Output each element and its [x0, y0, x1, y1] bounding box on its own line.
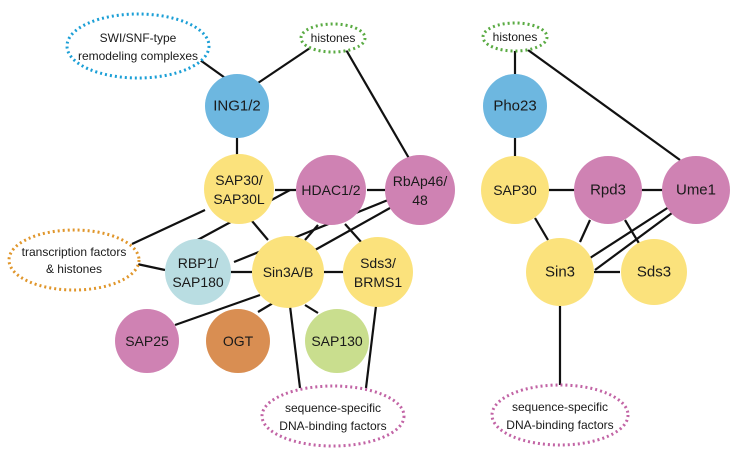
rbp1-line1: RBP1/: [178, 255, 219, 271]
edge-ing-swisnf: [199, 59, 229, 81]
transcription-ellipse: [7, 228, 141, 292]
r-sap30-label: SAP30: [493, 182, 537, 198]
node-r-sin3: [526, 238, 594, 306]
hdac12-label: HDAC1/2: [301, 182, 360, 198]
rbap-line2: 48: [412, 192, 428, 208]
node-sap25: [115, 309, 179, 373]
node-ogt: [206, 309, 270, 373]
seq-specific-right-line2: DNA-binding factors: [506, 418, 613, 432]
r-sds3-label: Sds3: [637, 264, 671, 281]
sap25-label: SAP25: [125, 333, 169, 349]
node-sin3ab: [252, 236, 324, 308]
edge-sin3-sap25: [174, 293, 261, 327]
right-nodes: Pho23 SAP30 Rpd3 Ume1 Sin3 Sds3: [481, 74, 730, 306]
right-edges: [513, 49, 681, 385]
edge-sap30-sin3: [251, 220, 269, 241]
node-sap30: [204, 154, 274, 224]
sin3ab-label: Sin3A/B: [263, 264, 314, 280]
edge-trans-rbp1: [136, 262, 166, 272]
node-pho23: [483, 74, 547, 138]
rbap-line1: RbAp46/: [393, 173, 448, 189]
sap130-label: SAP130: [311, 333, 363, 349]
histones-label-left: histones: [311, 31, 356, 45]
edge-rbap-sin3: [314, 207, 391, 251]
seq-specific-left-line2: DNA-binding factors: [279, 419, 386, 433]
sds3-line2: BRMS1: [354, 274, 402, 290]
ing12-label: ING1/2: [213, 98, 261, 115]
edge-sap30-trans: [131, 209, 206, 245]
swi-snf-ellipse: [65, 12, 211, 80]
edge-hdac-sin3: [304, 224, 319, 241]
sds3-line1: Sds3/: [360, 255, 396, 271]
edge-sin3-seq: [288, 305, 302, 389]
edge-r-histones-ume1: [527, 49, 681, 161]
sap30-line2: SAP30L: [213, 191, 265, 207]
node-r-sap30: [481, 156, 549, 224]
left-terminals: SWI/SNF-type remodeling complexes histon…: [7, 12, 406, 448]
edge-ing-histones: [254, 47, 311, 86]
edge-r-sap30-sin3: [534, 217, 549, 241]
edge-sin3-sap130: [304, 304, 319, 314]
edge-sin3-ogt: [257, 302, 274, 313]
ogt-label: OGT: [223, 333, 254, 349]
node-ume1: [662, 156, 730, 224]
transcription-line2: & histones: [46, 262, 102, 276]
sap30-line1: SAP30/: [215, 172, 263, 188]
node-ing12: [205, 74, 269, 138]
seq-specific-left-line1: sequence-specific: [285, 401, 381, 415]
rpd3-label: Rpd3: [590, 182, 626, 199]
seq-specific-ellipse-left: [260, 384, 406, 448]
node-hdac12: [296, 155, 366, 225]
node-rbap4648: [385, 155, 455, 225]
node-sds3: [343, 237, 413, 307]
edge-r-rpd3-sin3: [578, 219, 592, 243]
right-terminals: histones sequence-specific DNA-binding f…: [481, 21, 630, 447]
node-rbp1: [165, 239, 231, 305]
node-rpd3: [574, 156, 642, 224]
pho23-label: Pho23: [493, 98, 536, 115]
swi-snf-line2: remodeling complexes: [78, 49, 198, 63]
seq-specific-right-line1: sequence-specific: [512, 400, 608, 414]
edge-r-rpd3-sds3: [624, 219, 641, 246]
node-r-sds3: [621, 239, 687, 305]
histones-ellipse-right: [481, 21, 549, 53]
seq-specific-ellipse-right: [490, 383, 630, 447]
edge-histones-rbap: [344, 47, 411, 161]
node-sap130: [305, 309, 369, 373]
ume1-label: Ume1: [676, 182, 716, 199]
r-sin3-label: Sin3: [545, 264, 575, 281]
swi-snf-line1: SWI/SNF-type: [100, 31, 177, 45]
edge-hdac-sds3: [344, 223, 363, 244]
edge-sds3-seq: [364, 305, 378, 389]
left-nodes: ING1/2 SAP30/ SAP30L HDAC1/2 RbAp46/ 48 …: [115, 74, 455, 373]
histones-label-right: histones: [493, 30, 538, 44]
edge-r-ume1-sin3b: [594, 209, 677, 271]
histones-ellipse-left: [299, 22, 367, 54]
transcription-line1: transcription factors: [22, 245, 127, 259]
rbp1-line2: SAP180: [172, 274, 224, 290]
edge-r-ume1-sin3: [589, 204, 673, 259]
